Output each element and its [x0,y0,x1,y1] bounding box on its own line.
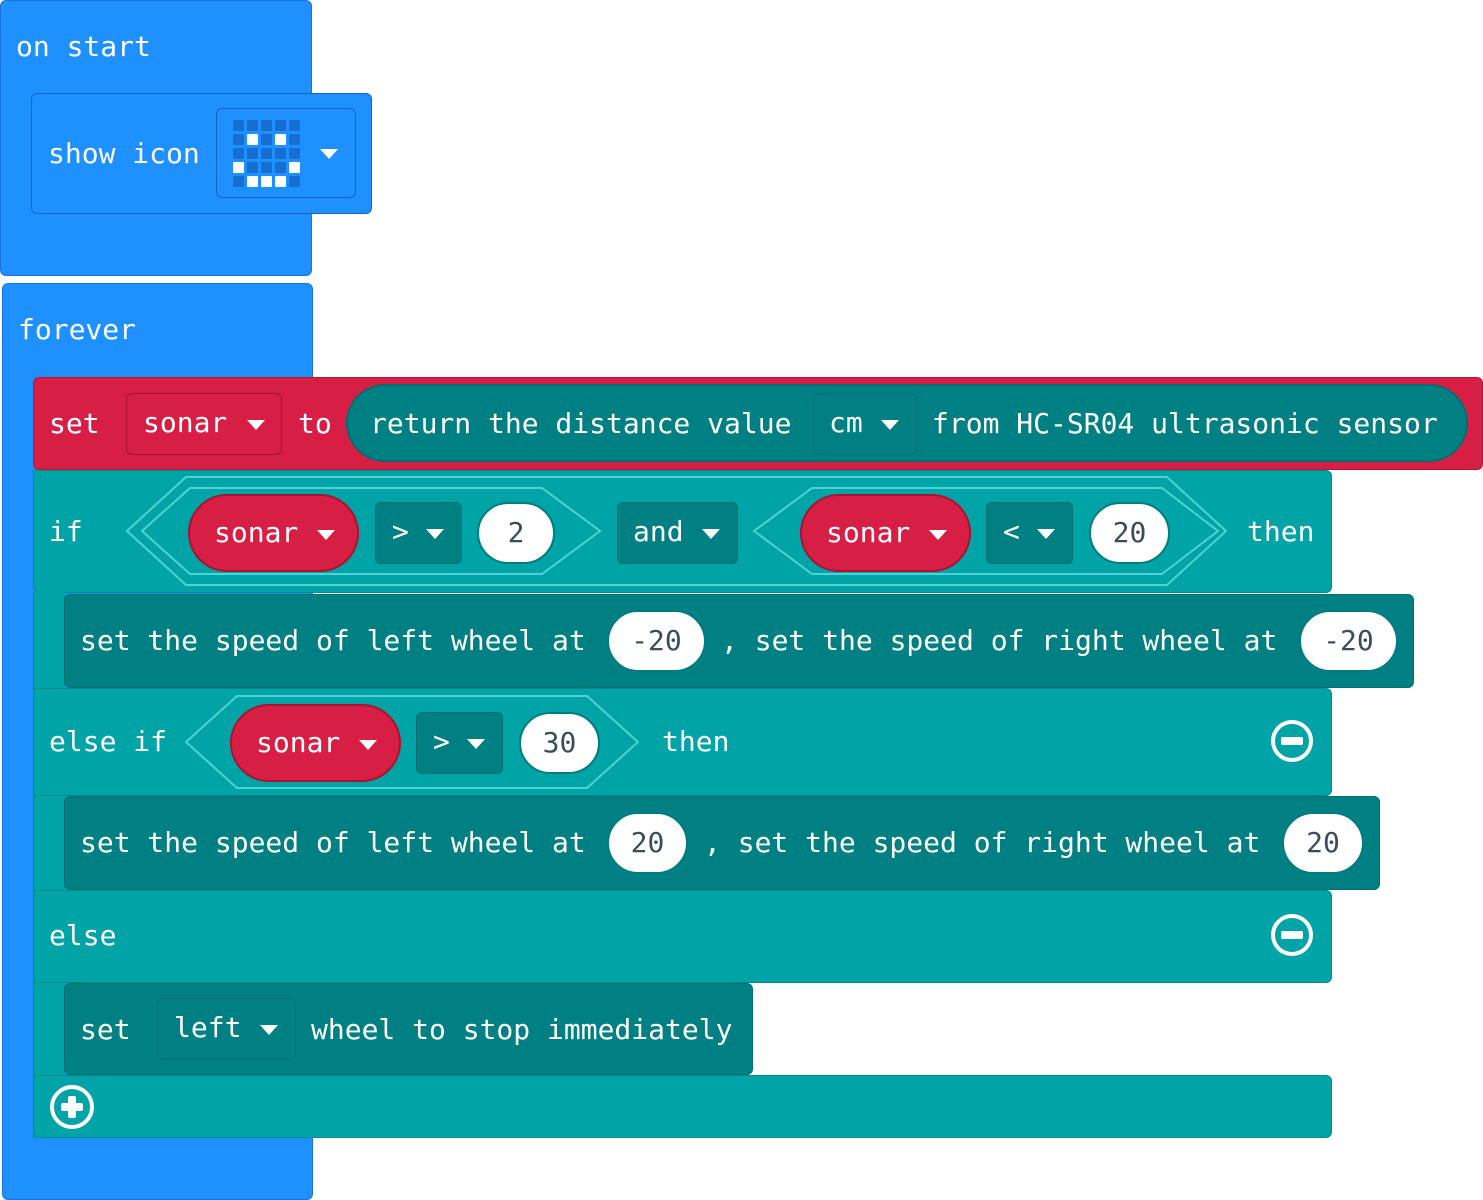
if-block-spine [33,592,65,1138]
if-label: if [49,515,83,548]
else-row [33,890,1332,983]
left-speed-input-2[interactable]: 20 [607,812,688,874]
distance-prefix-text: return the distance value [370,407,792,440]
number-input-20[interactable]: 20 [1089,502,1170,564]
show-icon-label: show icon [48,137,200,170]
if-block-footer [33,1075,1332,1138]
unit-dropdown[interactable]: cm [813,393,917,455]
on-start-label: on start [16,30,151,63]
set-speed-block-2[interactable] [64,796,1380,890]
comparison-op-dropdown-1[interactable]: > [375,502,462,564]
stop-set-label: set [80,1013,131,1046]
number-input-30[interactable]: 30 [519,712,600,774]
comparison-op-dropdown-2[interactable]: < [986,502,1073,564]
unit-text: cm [829,406,863,439]
smiley-led-icon [233,120,303,188]
sonar-variable-pill-2[interactable]: sonar [800,494,971,572]
set-speed-block-1[interactable] [64,594,1414,688]
remove-else-icon[interactable] [1270,913,1314,957]
left-speed-text-2: set the speed of left wheel at [80,826,586,859]
op-text: < [1003,515,1020,548]
sonar-variable-text: sonar [214,516,299,549]
sonar-variable-pill-1[interactable]: sonar [188,494,359,572]
chevron-down-icon [929,530,947,540]
set-label: set [49,407,100,440]
to-label: to [298,407,332,440]
else-label: else [49,919,117,952]
then-label: then [1247,515,1315,548]
sonar-variable-pill-3[interactable]: sonar [230,704,401,782]
sonar-variable-dropdown[interactable]: sonar [126,393,282,455]
logic-op-dropdown[interactable]: and [617,502,738,564]
chevron-down-icon [260,1025,278,1035]
right-speed-input[interactable]: -20 [1299,610,1398,672]
right-speed-text: , set the speed of right wheel at [721,624,1278,657]
logic-op-text: and [633,515,684,548]
chevron-down-icon [247,420,265,430]
op-text: > [392,515,409,548]
else-if-label: else if [49,725,168,758]
chevron-down-icon [881,420,899,430]
forever-label: forever [18,313,137,346]
left-speed-input[interactable]: -20 [607,610,706,672]
chevron-down-icon [467,739,485,749]
chevron-down-icon [1037,529,1055,539]
sonar-variable-text: sonar [256,726,341,759]
sonar-variable-text: sonar [826,516,911,549]
chevron-down-icon [320,149,338,159]
remove-elseif-icon[interactable] [1270,719,1314,763]
icon-dropdown[interactable] [216,108,356,198]
op-text: > [433,725,450,758]
number-input-2[interactable]: 2 [477,502,555,564]
comparison-op-dropdown-3[interactable]: > [416,712,503,774]
chevron-down-icon [426,529,444,539]
wheel-side-dropdown[interactable]: left [157,998,296,1060]
then-label-2: then [662,725,730,758]
right-speed-text-2: , set the speed of right wheel at [704,826,1261,859]
chevron-down-icon [702,529,720,539]
chevron-down-icon [359,740,377,750]
add-elseif-icon[interactable] [49,1084,95,1130]
left-speed-text: set the speed of left wheel at [80,624,586,657]
distance-suffix-text: from HC-SR04 ultrasonic sensor [932,407,1438,440]
chevron-down-icon [317,530,335,540]
wheel-side-text: left [174,1011,242,1044]
stop-text: wheel to stop immediately [311,1013,733,1046]
right-speed-input-2[interactable]: 20 [1282,812,1364,874]
sonar-variable-text: sonar [143,406,228,439]
